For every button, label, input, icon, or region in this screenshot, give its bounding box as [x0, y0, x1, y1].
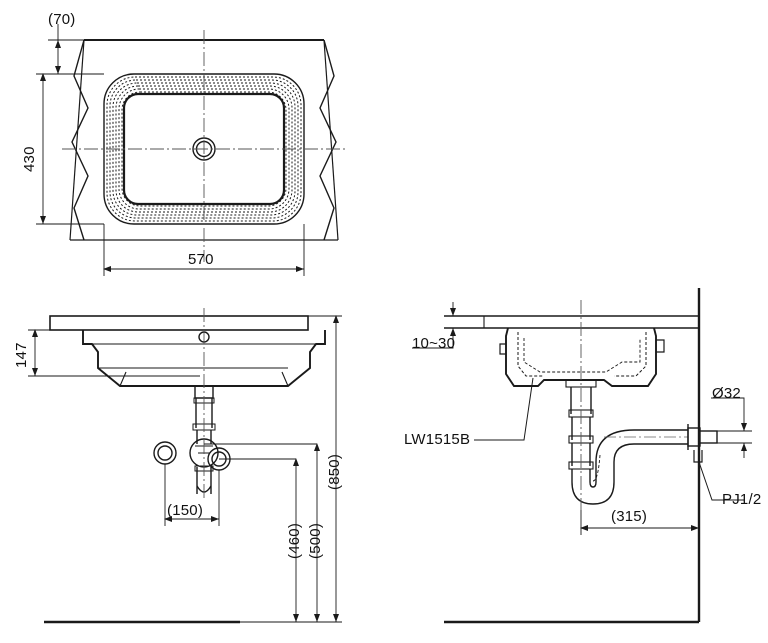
plan-height-label: 430 — [21, 146, 38, 172]
dim-plan-height — [36, 73, 104, 225]
dim-plan-rim-offset — [48, 24, 100, 75]
side-thread-label: PJ1/2 — [722, 491, 762, 508]
front-counter — [49, 315, 309, 331]
dim-front-drain-height — [204, 443, 320, 622]
front-counter-height-label: (850) — [326, 453, 343, 490]
plan-width-label: 570 — [188, 251, 214, 268]
dim-side-pipe-dia — [711, 397, 752, 458]
dim-front-supply-height — [219, 458, 299, 622]
side-model-label: LW1515B — [404, 431, 471, 448]
dim-side-trap-offset — [580, 510, 699, 535]
dim-plan-width — [103, 224, 305, 276]
leader-side-model — [474, 377, 534, 441]
plan-rim-offset-label: (70) — [48, 11, 76, 28]
plan-centerlines — [62, 30, 348, 262]
front-supply-spacing-label: (150) — [167, 502, 204, 519]
dim-front-supply-spacing — [164, 464, 220, 526]
front-drain-height-label: (500) — [307, 522, 324, 559]
leader-side-thread — [698, 461, 744, 501]
front-supply-height-label: (460) — [286, 522, 303, 559]
side-p-trap — [571, 429, 688, 505]
side-pipe-diameter-label: Ø32 — [712, 385, 741, 402]
dim-front-depth — [28, 329, 200, 377]
side-wall-fitting — [687, 424, 718, 463]
dim-front-counter-height — [240, 315, 342, 623]
side-counter — [444, 315, 699, 329]
side-basin — [499, 327, 665, 387]
side-counter-thickness-label: 10~30 — [412, 335, 456, 352]
front-depth-label: 147 — [13, 342, 30, 368]
dim-side-counter-thickness — [412, 302, 520, 349]
side-trap-offset-label: (315) — [611, 508, 648, 525]
